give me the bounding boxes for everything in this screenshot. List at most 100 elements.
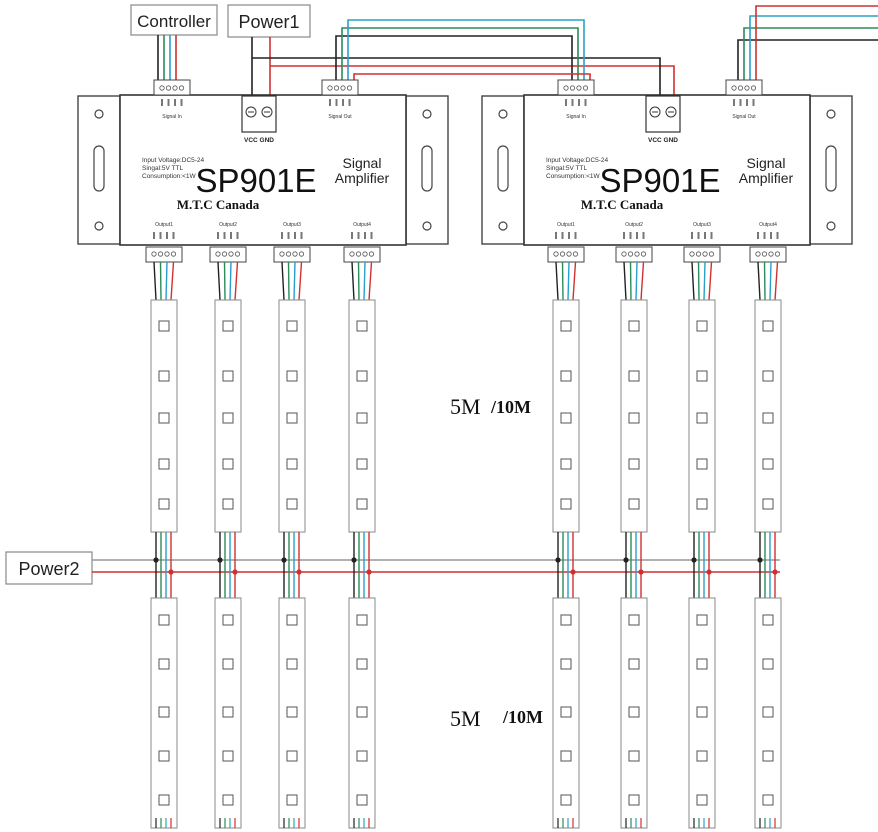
led-chip (762, 794, 774, 806)
output-wire (234, 261, 239, 301)
led-chip (158, 412, 170, 424)
led-chip (356, 794, 368, 806)
led-chip (628, 658, 640, 670)
spec-signal: Singal:5V TTL (546, 165, 587, 172)
led-chip (286, 458, 298, 470)
led-chip (628, 412, 640, 424)
signal-link-wire (347, 19, 585, 84)
power-terminal-label: VCC GND (244, 137, 274, 144)
led-chip (628, 320, 640, 332)
led-chip (696, 320, 708, 332)
mounting-hole (498, 109, 508, 119)
led-chip (222, 794, 234, 806)
signal-in-label: Signal In (566, 114, 586, 120)
controller-label-box: Controller (130, 4, 218, 36)
spec-signal: Singal:5V TTL (142, 165, 183, 172)
output-wire (623, 261, 627, 301)
led-chip (560, 498, 572, 510)
led-chip (560, 750, 572, 762)
output-label: Output2 (625, 222, 643, 228)
led-chip (222, 458, 234, 470)
output-wire (165, 261, 168, 301)
led-chip (356, 412, 368, 424)
led-chip (286, 750, 298, 762)
junction-dot (168, 569, 174, 575)
led-chip (696, 370, 708, 382)
lower-length-main: 5M (450, 706, 481, 731)
output-wire (640, 261, 645, 301)
led-chip (696, 750, 708, 762)
led-chip (356, 750, 368, 762)
led-chip (158, 498, 170, 510)
led-chip (356, 458, 368, 470)
led-chip (762, 370, 774, 382)
signal-link-wire (335, 35, 573, 84)
led-chip (222, 498, 234, 510)
upper-length-alt: /10M (490, 397, 531, 417)
led-chip (356, 320, 368, 332)
junction-dot (570, 569, 576, 575)
led-chip (286, 498, 298, 510)
led-chip (560, 320, 572, 332)
junction-dot (772, 569, 778, 575)
led-chip (286, 706, 298, 718)
spec-voltage: Input Voltage:DC5-24 (142, 157, 205, 164)
output-wire (635, 261, 638, 301)
junction-dot (351, 557, 357, 563)
led-chip (222, 614, 234, 626)
output-label: Output4 (759, 222, 777, 228)
led-chip (158, 750, 170, 762)
output-label: Output3 (693, 222, 711, 228)
led-chip (696, 614, 708, 626)
junction-dot (638, 569, 644, 575)
led-chip (158, 614, 170, 626)
brand-label: M.T.C Canada (177, 197, 260, 212)
output-connector (343, 246, 381, 263)
power-link-wire (270, 65, 675, 104)
model-name: SP901E (599, 162, 720, 199)
led-chip (158, 706, 170, 718)
output-wire (293, 261, 296, 301)
led-chip (762, 412, 774, 424)
output-wire (357, 261, 360, 301)
led-chip (762, 658, 774, 670)
led-chip (222, 750, 234, 762)
led-chip (762, 498, 774, 510)
led-chip (286, 614, 298, 626)
junction-dot (366, 569, 372, 575)
output-4: Output4 (749, 222, 787, 829)
spec-consumption: Consumption:<1W (142, 173, 197, 180)
output-wire (298, 261, 303, 301)
led-chip (158, 658, 170, 670)
connector-signal-in (153, 79, 191, 96)
power1-label: Power1 (238, 12, 299, 32)
output-wire (217, 261, 221, 301)
model-name: SP901E (195, 162, 316, 199)
output-wire (708, 261, 713, 301)
output-label: Output2 (219, 222, 237, 228)
keyhole-slot (421, 145, 433, 192)
led-chip (158, 320, 170, 332)
junction-dot (296, 569, 302, 575)
led-chip (762, 320, 774, 332)
signal-out-label: Signal Out (328, 114, 352, 120)
signal-continue-wire (749, 15, 878, 84)
mounting-hole (498, 221, 508, 231)
title-signal: Signal (747, 155, 786, 171)
mounting-hole (94, 109, 104, 119)
led-chip (286, 658, 298, 670)
output-connector (615, 246, 653, 263)
output-wire (287, 261, 290, 301)
junction-dot (217, 557, 223, 563)
output-wire (368, 261, 373, 301)
led-chip (696, 458, 708, 470)
led-chip (560, 412, 572, 424)
junction-dot (706, 569, 712, 575)
led-chip (560, 794, 572, 806)
keyhole-slot (93, 145, 105, 192)
